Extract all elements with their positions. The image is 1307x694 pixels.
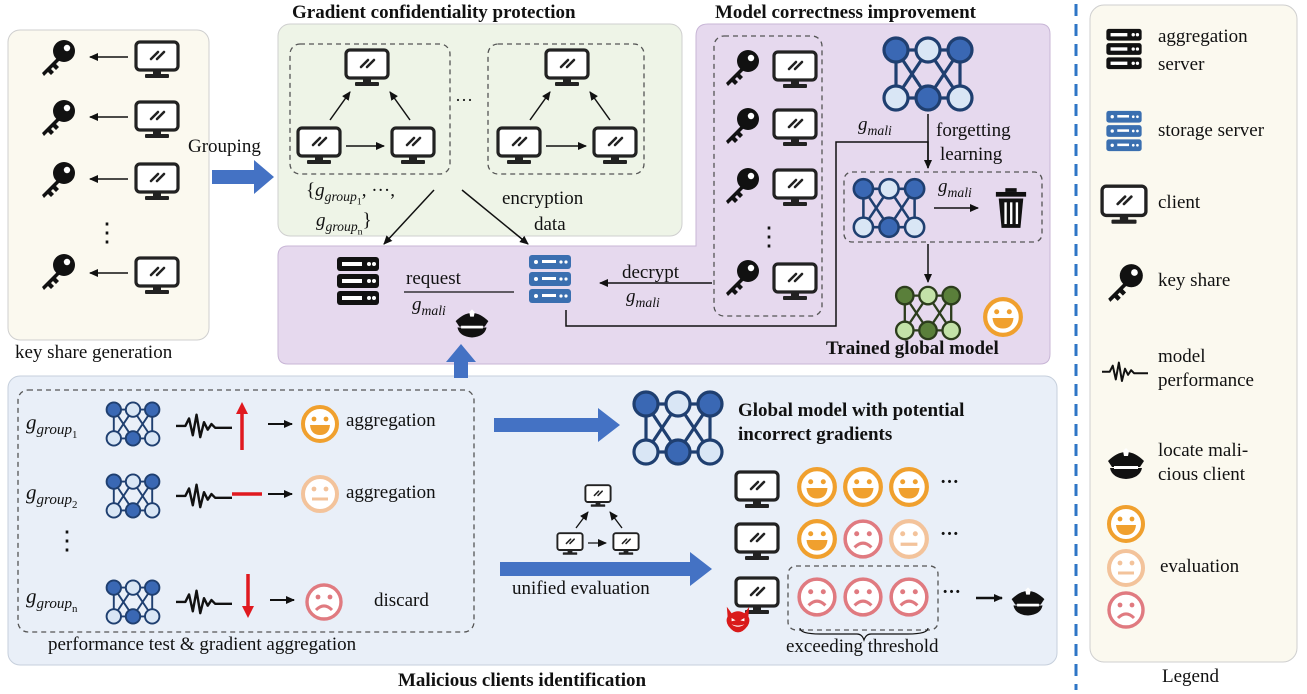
grouping-arrow <box>212 160 274 194</box>
legend-aggregation-label-1: aggregation <box>1158 26 1248 47</box>
legend-performance-label-1: model <box>1158 346 1206 367</box>
threshold-label: exceeding threshold <box>786 636 939 657</box>
sad-face-icon <box>843 577 883 617</box>
threshold-box <box>787 565 939 631</box>
g-mali-top-label: gmali <box>858 114 892 138</box>
request-g-label: gmali <box>412 294 446 318</box>
groups-label-line2: ggroupn} <box>316 210 372 238</box>
performance-test-box <box>17 389 475 633</box>
legend-locate-label-2: cious client <box>1158 464 1246 485</box>
legend-performance-label-2: performance <box>1158 370 1254 391</box>
row-ellipsis-2: ··· <box>940 524 960 545</box>
keygen-rows <box>42 40 180 296</box>
keygen-caption: key share generation <box>15 342 173 363</box>
sad-face-icon <box>843 519 883 559</box>
client-key-column <box>713 35 823 317</box>
storage-server-icon <box>1106 110 1142 152</box>
client-group-n <box>487 43 645 175</box>
group-ellipsis: ··· <box>455 90 473 110</box>
right-arrow-global <box>494 408 620 442</box>
unified-eval-label: unified evaluation <box>512 578 650 599</box>
happy-face-icon <box>799 521 835 557</box>
sad-face-icon <box>797 577 837 617</box>
group-1-label: ggroup1 <box>26 410 78 442</box>
row-1-result: aggregation <box>346 410 436 431</box>
decrypt-g-label: gmali <box>626 286 660 310</box>
happy-face-icon <box>799 469 835 505</box>
decrypt-label: decrypt <box>622 262 679 283</box>
group-n-label: ggroupn <box>26 584 78 616</box>
client-column-vdots: ⋮ <box>756 222 782 251</box>
right-arrow-eval <box>500 552 712 586</box>
happy-face-icon <box>891 469 927 505</box>
trained-model-label: Trained global model <box>826 338 999 359</box>
sad-face-icon <box>1107 591 1145 629</box>
keygen-vdots: ⋮ <box>94 218 120 247</box>
forgetting-label-2: learning <box>940 144 1003 165</box>
storage-server-icon <box>529 255 571 303</box>
legend-aggregation-label-2: server <box>1158 54 1205 75</box>
malicious-panel <box>7 375 1058 666</box>
forgetting-box <box>843 171 1043 243</box>
row-ellipsis-1: ··· <box>940 472 960 493</box>
sad-face-icon <box>305 583 343 621</box>
groups-label-line1: {ggroup1, ···, <box>306 180 395 208</box>
malicious-title: Malicious clients identification <box>398 670 647 691</box>
aggregation-server-icon <box>337 257 379 305</box>
global-model-label-2: incorrect gradients <box>738 424 893 445</box>
encryption-label-1: encryption <box>502 188 584 209</box>
legend-storage-label: storage server <box>1158 120 1265 141</box>
neutral-face-icon <box>301 475 339 513</box>
grouping-label: Grouping <box>188 136 261 157</box>
encryption-label-2: data <box>534 214 566 235</box>
happy-face-icon <box>1107 505 1145 543</box>
g-mali-trash-label: gmali <box>938 176 972 200</box>
request-label: request <box>406 268 461 289</box>
happy-face-icon <box>845 469 881 505</box>
legend-client-label: client <box>1158 192 1201 213</box>
threshold-brace <box>799 627 929 642</box>
happy-face-icon <box>301 405 339 443</box>
sad-face-icon <box>889 577 929 617</box>
legend-title: Legend <box>1162 666 1219 687</box>
client-group-1 <box>289 43 451 175</box>
global-model-label-1: Global model with potential <box>738 400 965 421</box>
gradient-protection-title: Gradient confidentiality protection <box>292 2 576 23</box>
aggregation-server-icon <box>1106 28 1142 70</box>
rows-vdots: ⋮ <box>54 526 80 555</box>
neutral-face-icon <box>891 521 927 557</box>
row-ellipsis-3: ··· <box>942 582 962 603</box>
legend-panel <box>1089 4 1298 663</box>
neutral-face-icon <box>1107 549 1145 587</box>
legend-key-label: key share <box>1158 270 1231 291</box>
legend-evaluation-label: evaluation <box>1160 556 1240 577</box>
legend-locate-label-1: locate mali- <box>1158 440 1249 461</box>
performance-test-caption: performance test & gradient aggregation <box>48 634 357 655</box>
row-2-result: aggregation <box>346 482 436 503</box>
group-2-label: ggroup2 <box>26 480 78 512</box>
forgetting-label-1: forgetting <box>936 120 1011 141</box>
row-3-result: discard <box>374 590 429 611</box>
correctness-panel <box>277 23 1051 365</box>
correctness-title: Model correctness improvement <box>715 2 976 23</box>
happy-face-icon <box>985 299 1021 335</box>
up-arrow <box>446 344 476 378</box>
